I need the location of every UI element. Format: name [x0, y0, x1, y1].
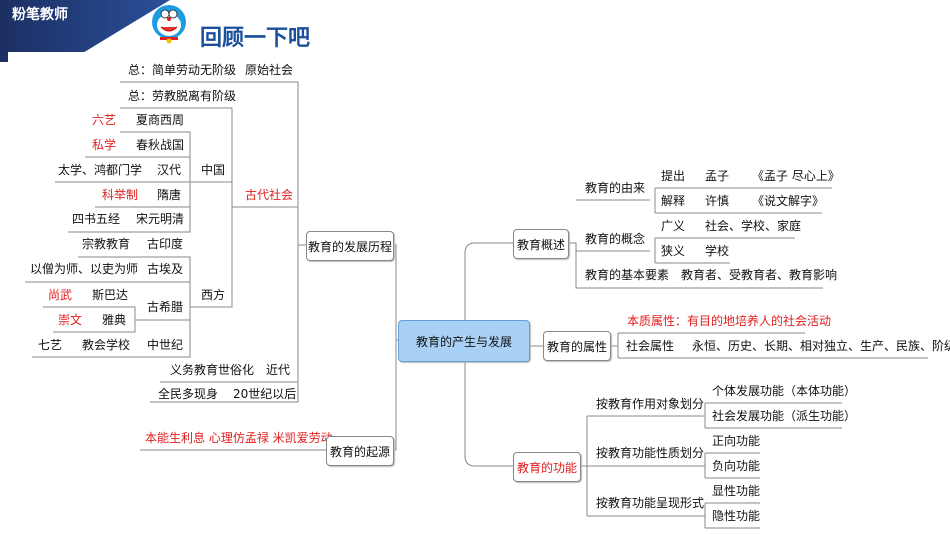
- node-athens[interactable]: 雅典: [102, 313, 127, 327]
- medieval-left1: 七艺: [38, 338, 63, 352]
- node-china[interactable]: 中国: [201, 163, 226, 177]
- function-group[interactable]: 按教育功能呈现形式: [596, 496, 705, 510]
- function-item: 个体发展功能（本体功能）: [712, 384, 857, 398]
- modern-left: 义务教育世俗化: [170, 363, 255, 377]
- concept-b: 社会、学校、家庭: [705, 219, 802, 233]
- function-item: 隐性功能: [712, 509, 761, 523]
- china-item-period[interactable]: 汉代: [157, 163, 182, 177]
- node-center[interactable]: 教育的产生与发展: [398, 320, 530, 362]
- social-attribute-value: 永恒、历史、长期、相对独立、生产、民族、阶级: [692, 339, 950, 353]
- node-sparta[interactable]: 斯巴达: [92, 288, 129, 302]
- doraemon-icon: [152, 5, 186, 44]
- node-ancient-society[interactable]: 古代社会: [245, 188, 294, 202]
- node-west[interactable]: 西方: [201, 288, 226, 302]
- function-group[interactable]: 按教育功能性质划分: [596, 446, 705, 460]
- node-attributes[interactable]: 教育的属性: [543, 331, 611, 361]
- function-item: 社会发展功能（派生功能）: [712, 409, 857, 423]
- china-item-left: 六艺: [92, 113, 117, 127]
- page-title: 回顾一下吧: [200, 26, 311, 51]
- node-elements[interactable]: 教育的基本要素: [585, 268, 670, 282]
- essence-attribute: 本质属性：有目的地培养人的社会活动: [627, 314, 832, 328]
- function-group[interactable]: 按教育作用对象划分: [596, 397, 705, 411]
- west-item-left: 宗教教育: [82, 237, 131, 251]
- china-item-period[interactable]: 夏商西周: [136, 113, 185, 127]
- china-item-left: 科举制: [102, 188, 139, 202]
- c20-left: 全民多现身: [158, 387, 219, 401]
- source-c: 《说文解字》: [752, 194, 825, 208]
- source-a: 提出: [661, 169, 686, 183]
- china-item-period[interactable]: 春秋战国: [136, 138, 185, 152]
- athens-left: 崇文: [58, 313, 83, 327]
- function-item: 显性功能: [712, 484, 761, 498]
- social-attribute-label: 社会属性: [626, 339, 675, 353]
- source-a: 解释: [661, 194, 686, 208]
- west-item-left: 以僧为师、以吏为师: [30, 262, 139, 276]
- source-c: 《孟子 尽心上》: [752, 169, 840, 183]
- node-primitive-society[interactable]: 原始社会: [245, 63, 294, 77]
- source-b: 许慎: [705, 194, 730, 208]
- china-item-left: 四书五经: [72, 212, 121, 226]
- medieval-left2: 教会学校: [82, 338, 131, 352]
- node-medieval[interactable]: 中世纪: [147, 338, 184, 352]
- origin-theories: 本能生利息 心理仿孟禄 米凯爱劳动: [145, 431, 333, 445]
- node-20th-century[interactable]: 20世纪以后: [233, 387, 297, 401]
- concept-a: 狭义: [661, 244, 686, 258]
- function-item: 负向功能: [712, 459, 761, 473]
- source-b: 孟子: [705, 169, 730, 183]
- elements-value: 教育者、受教育者、教育影响: [681, 268, 838, 282]
- china-item-period[interactable]: 宋元明清: [136, 212, 185, 226]
- ancient-desc: 总：劳教脱离有阶级: [128, 89, 237, 103]
- node-concept[interactable]: 教育的概念: [585, 232, 646, 246]
- node-modern[interactable]: 近代: [266, 363, 291, 377]
- node-ancient-egypt[interactable]: 古埃及: [147, 262, 184, 276]
- concept-a: 广义: [661, 219, 686, 233]
- primitive-desc: 总：简单劳动无阶级: [128, 63, 237, 77]
- sparta-left: 尚武: [48, 288, 73, 302]
- node-origin[interactable]: 教育的起源: [326, 436, 394, 466]
- node-development-history[interactable]: 教育的发展历程: [306, 231, 394, 261]
- node-ancient-india[interactable]: 古印度: [147, 237, 184, 251]
- node-ancient-greece[interactable]: 古希腊: [147, 300, 184, 314]
- concept-b: 学校: [705, 244, 730, 258]
- node-functions[interactable]: 教育的功能: [513, 452, 581, 482]
- node-overview[interactable]: 教育概述: [513, 229, 569, 259]
- brand-logo: 粉笔教师: [12, 7, 68, 23]
- china-item-period[interactable]: 隋唐: [157, 188, 182, 202]
- china-item-left: 私学: [92, 138, 117, 152]
- china-item-left: 太学、鸿都门学: [58, 163, 143, 177]
- node-source[interactable]: 教育的由来: [585, 181, 646, 195]
- function-item: 正向功能: [712, 434, 761, 448]
